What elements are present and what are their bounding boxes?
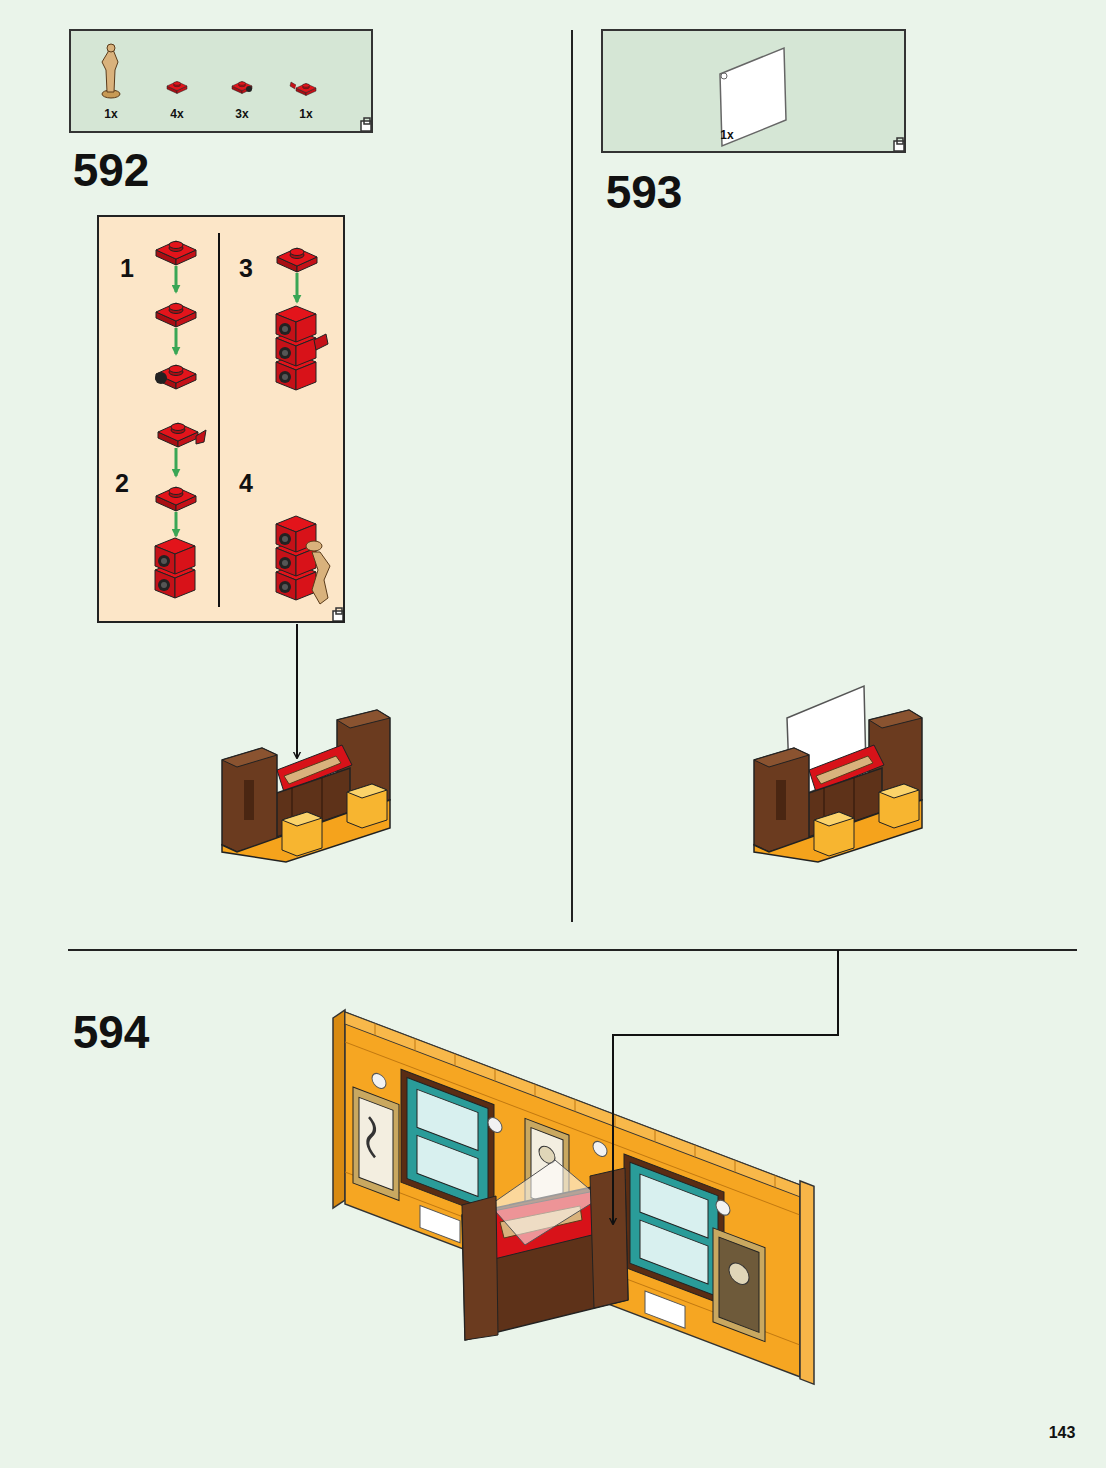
parts-panel-ground: [70, 30, 372, 132]
parts-panel-ground: [602, 30, 905, 152]
parts-icons: [102, 44, 316, 98]
subassembly-box: 1 3 2 4: [97, 215, 345, 623]
substep-number: 2: [115, 471, 129, 496]
corner-notch: [333, 118, 904, 621]
chest-model: [754, 710, 922, 862]
step-number: 593: [606, 169, 683, 215]
chest-model: [222, 710, 390, 862]
wall-model: [333, 1008, 814, 1384]
part-count: 1x: [299, 108, 312, 120]
part-count: 1x: [104, 108, 117, 120]
parts-panel: 1x 4x 3x 1x: [69, 29, 373, 133]
substep-number: 1: [120, 256, 134, 281]
step-number: 592: [73, 147, 150, 193]
part-count: 1x: [720, 129, 733, 141]
glass-panel-part: [720, 48, 786, 146]
part-count: 4x: [170, 108, 183, 120]
parts-panel: 1x: [601, 29, 906, 153]
subassembly-ground: [98, 216, 344, 622]
subassembly-steps: [155, 241, 330, 604]
substep-number: 3: [239, 256, 253, 281]
page-number: 143: [1049, 1425, 1076, 1441]
substep-number: 4: [239, 471, 253, 496]
step-number: 594: [73, 1009, 150, 1055]
part-count: 3x: [235, 108, 248, 120]
